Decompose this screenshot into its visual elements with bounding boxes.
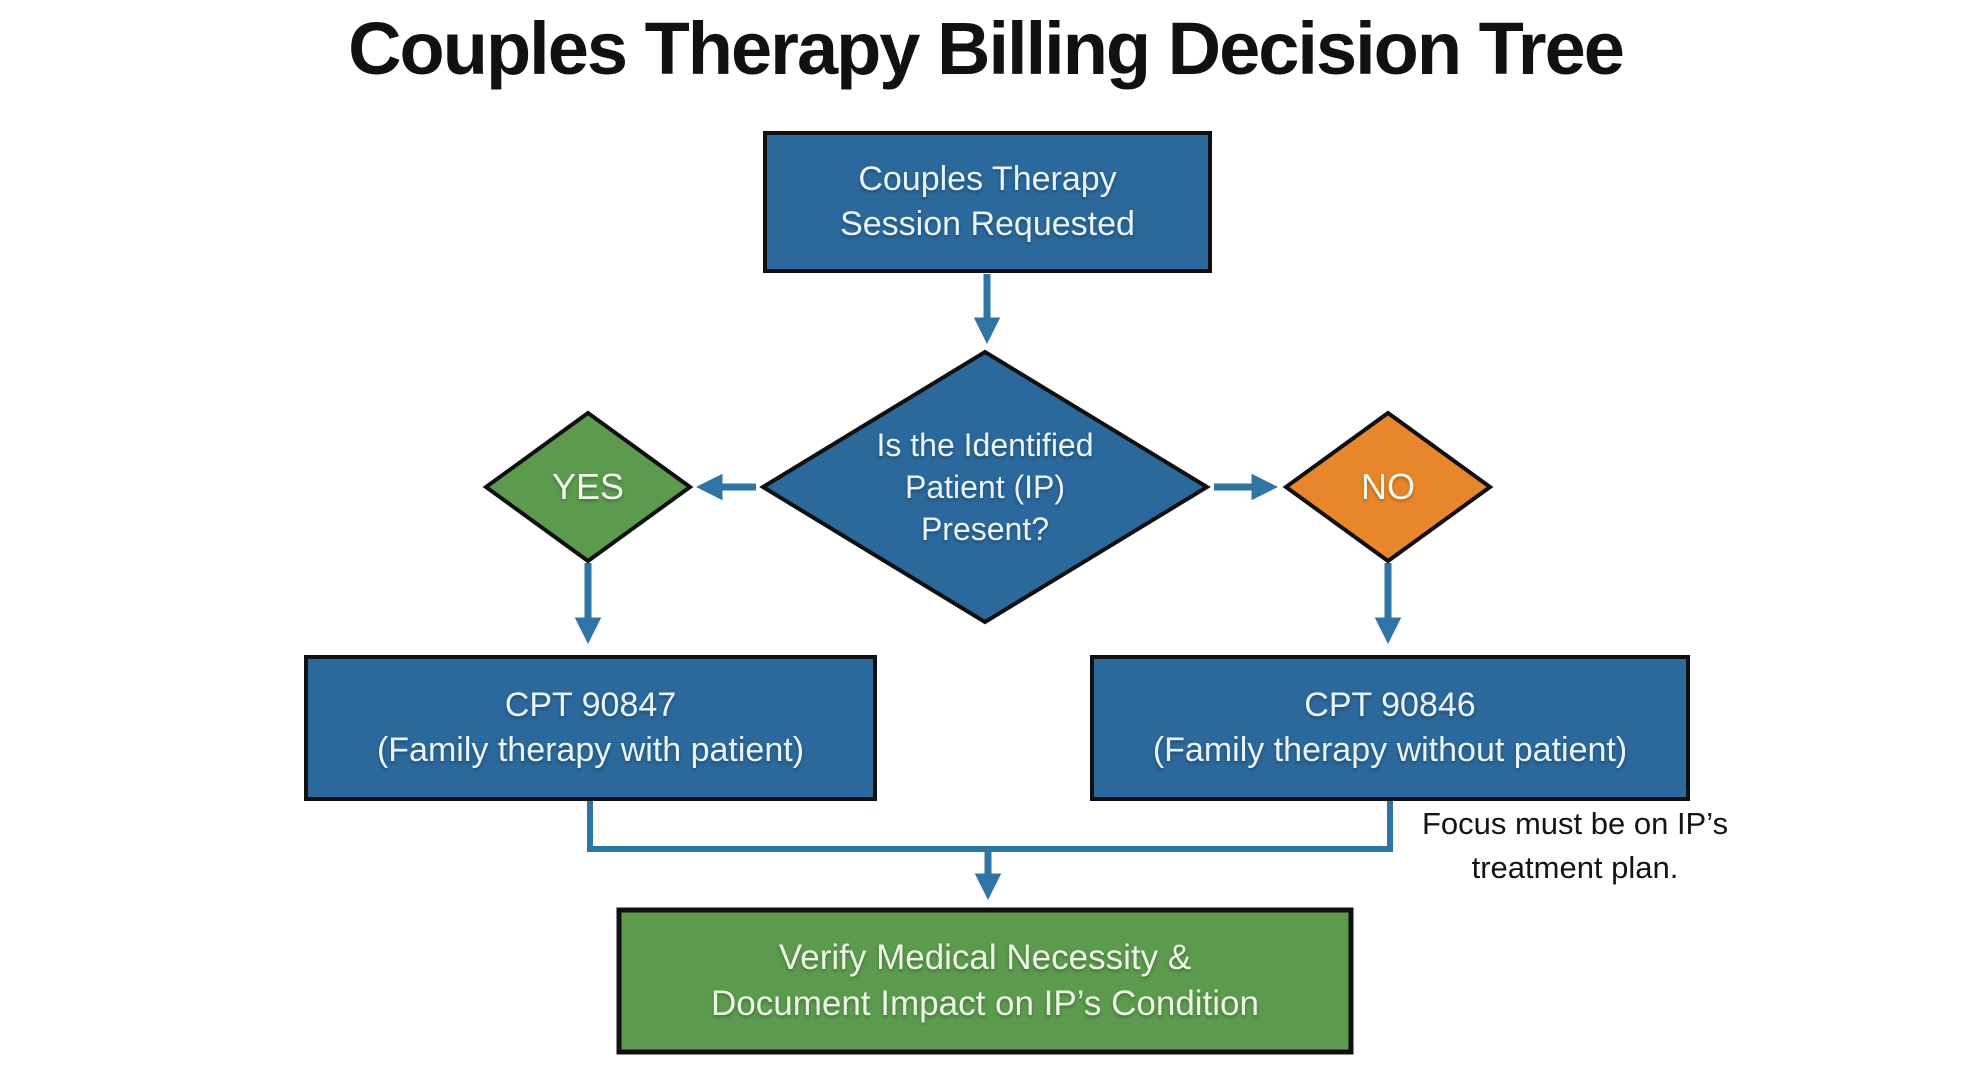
no-text: NO bbox=[1361, 466, 1415, 508]
cpt-90846-desc: (Family therapy without patient) bbox=[1152, 731, 1628, 769]
cpt-90846-code: CPT 90846 bbox=[1304, 686, 1476, 725]
final-line-2: Document Impact on IP’s Condition bbox=[711, 984, 1259, 1023]
decision-line-2: Patient (IP) bbox=[904, 468, 1066, 505]
decision-diamond-shape bbox=[759, 349, 1211, 625]
start-line-2: Session Requested bbox=[840, 205, 1135, 243]
yes-node-label: YES bbox=[486, 413, 690, 561]
final-line-1: Verify Medical Necessity & bbox=[778, 937, 1192, 977]
decision-line-1: Is the Identified bbox=[876, 426, 1094, 463]
decision-line-3: Present? bbox=[920, 511, 1050, 548]
yes-text: YES bbox=[551, 466, 625, 508]
final-node-label: Verify Medical Necessity & Document Impa… bbox=[619, 910, 1351, 1052]
final-node-shape bbox=[616, 907, 1354, 1055]
cpt-90847-code: CPT 90847 bbox=[504, 686, 677, 725]
yes-diamond-shape bbox=[482, 410, 694, 564]
cpt-90846-node-shape bbox=[1090, 655, 1690, 801]
start-node-shape bbox=[763, 131, 1212, 273]
page-title: Couples Therapy Billing Decision Tree bbox=[348, 7, 1625, 90]
start-node-label: Couples Therapy Session Requested bbox=[765, 133, 1210, 271]
no-diamond-shape bbox=[1282, 410, 1494, 564]
edge-merge-elbow bbox=[587, 800, 1393, 852]
focus-note-line-1: Focus must be on IP’s bbox=[1421, 806, 1729, 841]
cpt-90847-node-label: CPT 90847 (Family therapy with patient) bbox=[306, 657, 875, 799]
cpt-90846-node-label: CPT 90846 (Family therapy without patien… bbox=[1092, 657, 1688, 799]
focus-note: Focus must be on IP’s treatment plan. bbox=[1405, 802, 1745, 890]
cpt-90847-desc: (Family therapy with patient) bbox=[376, 731, 805, 769]
no-node-label: NO bbox=[1286, 413, 1490, 561]
decision-node-label: Is the Identified Patient (IP) Present? bbox=[793, 382, 1177, 592]
cpt-90847-node-shape bbox=[304, 655, 877, 801]
focus-note-line-2: treatment plan. bbox=[1471, 850, 1679, 886]
start-line-1: Couples Therapy bbox=[858, 160, 1117, 199]
